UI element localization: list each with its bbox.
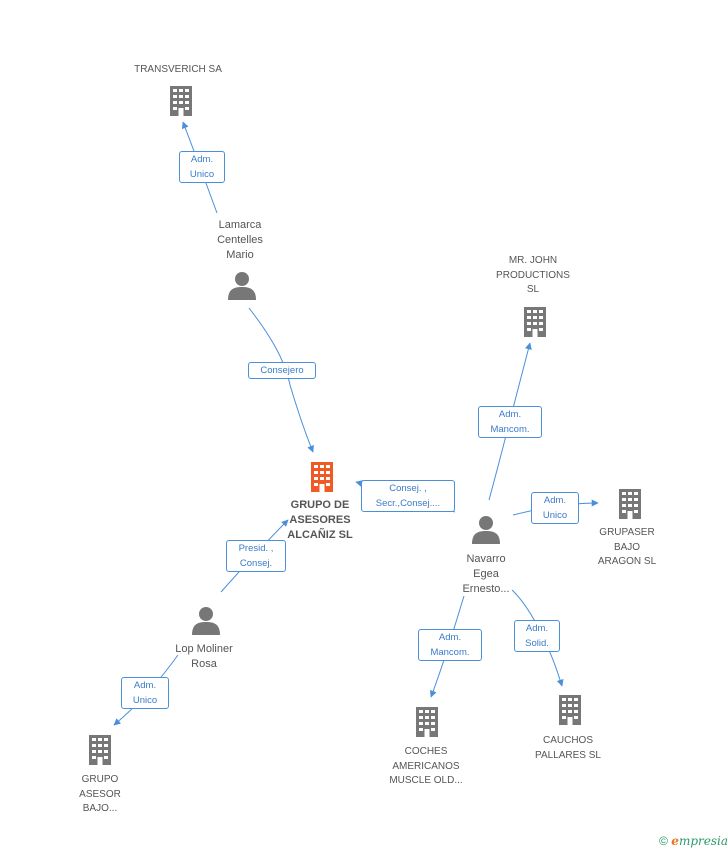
label-line: BAJO xyxy=(613,541,641,553)
label-line: GRUPASER xyxy=(599,527,655,538)
lamarca-person-icon xyxy=(228,272,256,300)
label-line: MUSCLE OLD... xyxy=(389,775,463,786)
label-line: ASESOR xyxy=(79,788,121,800)
label-line: Navarro xyxy=(466,553,506,565)
brand-name: empresia xyxy=(671,834,728,848)
label-line: Lop Moliner xyxy=(175,643,233,655)
label-line: Unico xyxy=(189,169,215,180)
transverich-building-icon xyxy=(170,86,192,116)
node-label-lop[interactable]: Lop Moliner Rosa xyxy=(154,642,254,672)
edge-label-navarro-coches[interactable]: Adm. Mancom. xyxy=(418,629,482,661)
edge-label-lop-grupoasesor[interactable]: Adm. Unico xyxy=(121,677,169,709)
label-line: ALCAÑIZ SL xyxy=(287,529,353,541)
label-line: TRANSVERICH SA xyxy=(134,64,222,75)
brand-rest: mpresia xyxy=(678,834,728,848)
label-line: Mancom. xyxy=(430,647,470,658)
empresia-watermark: © empresia xyxy=(659,834,728,848)
label-line: ARAGON SL xyxy=(597,556,657,567)
edge-label-navarro-grupaser[interactable]: Adm. Unico xyxy=(531,492,579,524)
label-line: Adm. xyxy=(498,409,522,420)
edge-label-lop-grupo[interactable]: Presid. , Consej. xyxy=(226,540,286,572)
label-line: Egea xyxy=(473,568,499,580)
navarro-person-icon xyxy=(472,516,500,544)
label-line: PRODUCTIONS xyxy=(496,269,570,281)
label-line: SL xyxy=(526,284,540,295)
label-line: Centelles xyxy=(217,234,263,246)
node-label-grupo-asesores[interactable]: GRUPO DE ASESORES ALCAÑIZ SL xyxy=(270,498,370,543)
edge-label-lamarca-grupo[interactable]: Consejero xyxy=(248,362,316,379)
label-line: MR. JOHN xyxy=(508,255,558,266)
node-label-cauchos[interactable]: CAUCHOS PALLARES SL xyxy=(518,734,618,763)
label-line: PALLARES SL xyxy=(535,749,601,761)
grupaser-building-icon xyxy=(619,489,641,519)
grupo-asesores-building-icon xyxy=(311,462,333,492)
label-line: Mario xyxy=(226,249,254,261)
edge-label-navarro-cauchos[interactable]: Adm. Solid. xyxy=(514,620,560,652)
node-label-mr-john[interactable]: MR. JOHN PRODUCTIONS SL xyxy=(483,254,583,298)
node-label-transverich[interactable]: TRANSVERICH SA xyxy=(118,63,238,78)
label-line: GRUPO DE xyxy=(290,499,350,511)
label-line: Unico xyxy=(542,510,568,521)
edge-label-navarro-mrjohn[interactable]: Adm. Mancom. xyxy=(478,406,542,438)
label-line: GRUPO xyxy=(81,774,119,785)
label-line: Consejero xyxy=(260,365,304,376)
node-label-coches[interactable]: COCHES AMERICANOS MUSCLE OLD... xyxy=(375,745,477,789)
label-line: Presid. , xyxy=(238,543,274,554)
label-line: ASESORES xyxy=(289,514,351,526)
label-line: AMERICANOS xyxy=(392,760,460,772)
brand-e: e xyxy=(671,834,679,848)
label-line: COCHES xyxy=(404,746,448,757)
label-line: Adm. xyxy=(133,680,157,691)
label-line: Mancom. xyxy=(490,424,530,435)
label-line: Consej. , xyxy=(389,483,427,494)
label-line: Consej. xyxy=(239,558,273,569)
label-line: Adm. xyxy=(543,495,567,506)
node-label-grupaser[interactable]: GRUPASER BAJO ARAGON SL xyxy=(577,526,677,570)
label-line: Unico xyxy=(132,695,158,706)
label-line: Adm. xyxy=(190,154,214,165)
grupo-asesor-bajo-building-icon xyxy=(89,735,111,765)
label-line: BAJO... xyxy=(82,803,118,814)
mrjohn-building-icon xyxy=(524,307,546,337)
cauchos-building-icon xyxy=(559,695,581,725)
label-line: Lamarca xyxy=(218,219,262,231)
label-line: CAUCHOS xyxy=(542,735,593,746)
node-label-grupo-asesor-bajo[interactable]: GRUPO ASESOR BAJO... xyxy=(50,773,150,817)
label-line: Rosa xyxy=(191,658,217,670)
edge-label-lamarca-transverich[interactable]: Adm. Unico xyxy=(179,151,225,183)
coches-building-icon xyxy=(416,707,438,737)
lop-person-icon xyxy=(192,607,220,635)
label-line: Secr.,Consej.... xyxy=(375,498,441,509)
label-line: Solid. xyxy=(525,638,549,649)
label-line: Adm. xyxy=(525,623,549,634)
node-label-lamarca[interactable]: Lamarca Centelles Mario xyxy=(190,218,290,263)
copyright-symbol: © xyxy=(659,834,668,848)
edge-label-navarro-grupo[interactable]: Consej. , Secr.,Consej.... xyxy=(361,480,455,512)
edge-lamarca-grupo xyxy=(248,307,314,453)
label-line: Ernesto... xyxy=(462,583,510,595)
label-line: Adm. xyxy=(438,632,462,643)
node-label-navarro[interactable]: Navarro Egea Ernesto... xyxy=(436,552,536,597)
